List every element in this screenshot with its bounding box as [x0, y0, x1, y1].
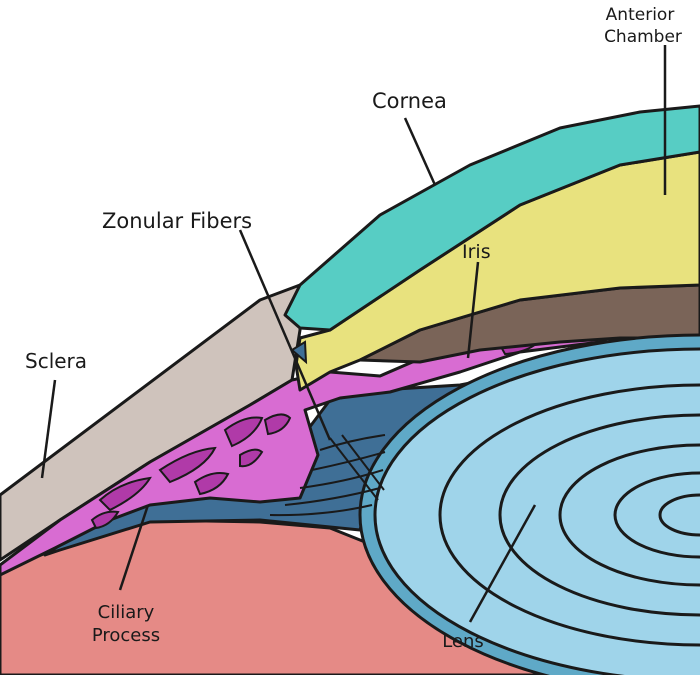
leader-lines — [40, 45, 667, 623]
cornea-region — [283, 104, 700, 332]
lens — [358, 333, 700, 675]
zonular-fibers — [269, 434, 386, 517]
anterior-chamber-label-line2: Chamber — [604, 27, 682, 47]
lens-label: Lens — [442, 631, 484, 652]
ciliary-process-label-line2: Process — [92, 625, 160, 646]
ciliary-process-label-line1: Ciliary — [98, 602, 155, 623]
sclera-label: Sclera — [25, 349, 87, 373]
canal-wedge — [290, 340, 308, 365]
cornea-label: Cornea — [372, 89, 447, 113]
anterior-chamber-label-line1: Anterior — [606, 5, 675, 25]
zonular-fibers-label: Zonular Fibers — [102, 209, 252, 233]
iris-label: Iris — [462, 241, 491, 263]
